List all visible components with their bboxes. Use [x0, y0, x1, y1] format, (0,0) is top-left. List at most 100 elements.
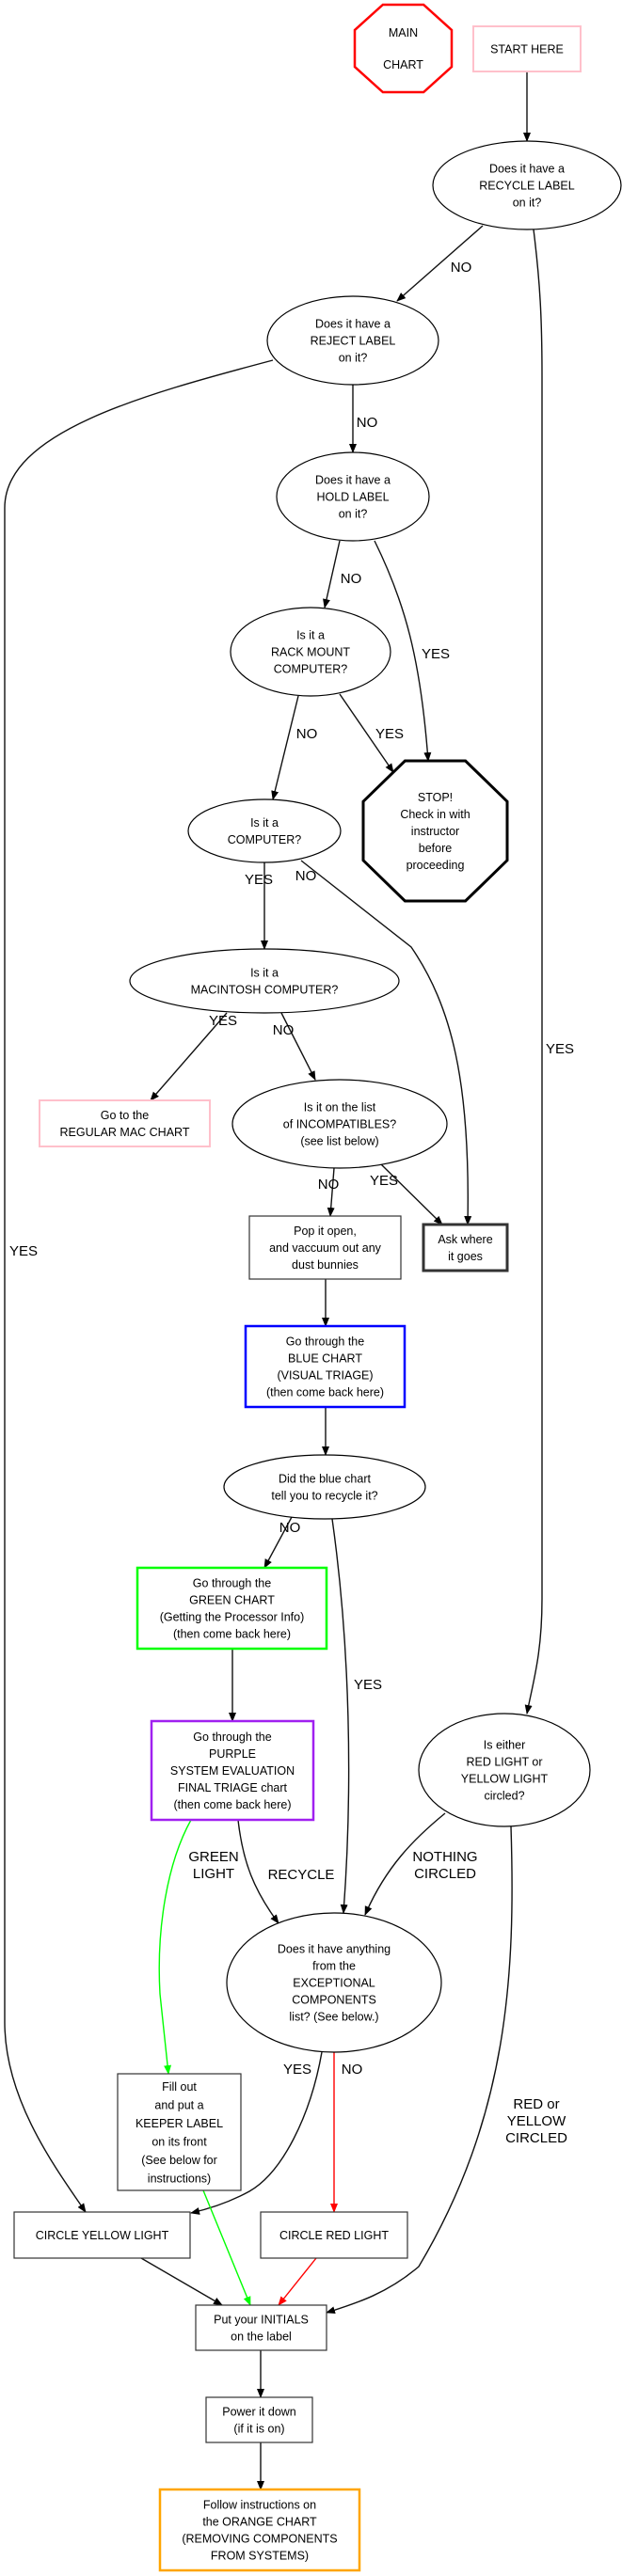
ellipse-shape: [432, 140, 622, 230]
box-shape: [158, 2488, 361, 2572]
node-text-line: Go through the: [286, 1335, 364, 1349]
edge-label: YES: [375, 726, 404, 742]
edge-label: LIGHT: [193, 1866, 234, 1882]
node-text-line: BLUE CHART: [288, 1352, 362, 1366]
edge-rack-to-computer: [271, 695, 299, 800]
edge-reject-to-yellow: [4, 359, 274, 2213]
node-text-line: from the: [312, 1960, 356, 1973]
node-text-line: CHART: [383, 58, 423, 71]
edge-label: NO: [342, 2062, 363, 2078]
node-text-line: Follow instructions on: [203, 2499, 316, 2512]
edge-label: NO: [296, 726, 318, 742]
node-text-line: on the label: [231, 2331, 292, 2344]
node-text-line: Power it down: [222, 2406, 296, 2419]
node-text-line: on it?: [339, 352, 368, 365]
box-shape: [150, 1719, 315, 1822]
node-text-line: Does it have a: [315, 474, 391, 487]
node-power: Power it down (if it is on): [205, 2396, 313, 2443]
edge-label: YES: [370, 1173, 398, 1189]
node-text-line: dust bunnies: [292, 1258, 359, 1272]
edge-yellow-to-initials: [140, 2257, 223, 2306]
node-text-line: before: [419, 842, 452, 855]
node-text-line: FINAL TRIAGE chart: [178, 1781, 288, 1794]
node-stop: STOP! Check in with instructor before procee…: [361, 759, 509, 903]
box-shape: [205, 2396, 313, 2443]
node-text-line: CIRCLE RED LIGHT: [279, 2229, 389, 2242]
box-shape: [472, 25, 582, 72]
node-text-line: Go to the: [101, 1109, 149, 1122]
node-text-line: RECYCLE LABEL: [479, 180, 574, 193]
edge-label: YES: [283, 2062, 311, 2078]
node-text-line: and put a: [154, 2098, 203, 2111]
ellipse-shape: [276, 451, 430, 542]
edge-recycle-to-either: [524, 229, 543, 1715]
node-text-line: and vaccuum out any: [269, 1241, 382, 1255]
node-text-line: Fill out: [162, 2080, 197, 2094]
edge-label: NO: [451, 260, 472, 276]
ellipse-shape: [187, 798, 342, 863]
node-text-line: KEEPER LABEL: [136, 2117, 223, 2130]
edge-exceptional-to-yellow: [190, 2051, 323, 2215]
edge-label: NO: [341, 571, 362, 587]
ellipse-shape: [231, 1079, 448, 1169]
edge-either-to-exceptional: [364, 1812, 446, 1916]
node-text-line: (see list below): [300, 1135, 378, 1148]
edge-label: NOTHING: [412, 1849, 477, 1865]
node-text-line: MACINTOSH COMPUTER?: [191, 984, 339, 997]
edge-label: NO: [357, 415, 378, 431]
edge-label: NO: [279, 1520, 301, 1536]
node-text-line: START HERE: [490, 43, 564, 56]
node-text-line: Ask where: [438, 1233, 492, 1246]
ellipse-shape: [230, 607, 391, 697]
octagon-shape: [353, 3, 454, 94]
node-text-line: Does it have anything: [278, 1943, 391, 1956]
edge-label: YELLOW: [507, 2113, 566, 2129]
node-text-line: Check in with: [400, 808, 470, 821]
node-text-line: instructor: [411, 825, 459, 838]
node-text-line: Does it have a: [315, 318, 391, 331]
node-text-line: (Getting the Processor Info): [160, 1611, 305, 1624]
node-text-line: instructions): [148, 2172, 211, 2185]
node-start: START HERE: [472, 25, 582, 72]
node-text-line: it goes: [448, 1250, 483, 1263]
node-text-line: proceeding: [407, 859, 465, 872]
box-shape: [248, 1215, 402, 1280]
node-text-line: (REMOVING COMPONENTS: [182, 2533, 337, 2546]
edge-mac-to-incompat: [280, 1012, 316, 1081]
edge-label: RED or: [513, 2096, 559, 2112]
node-text-line: (then come back here): [173, 1798, 291, 1811]
edge-incompat-to-ask: [380, 1163, 443, 1225]
edge-rack-to-stop: [339, 693, 394, 773]
box-shape: [195, 2304, 327, 2351]
box-shape: [422, 1223, 509, 1272]
edge-bluechart-to-exceptional: [331, 1518, 350, 1914]
edge-label: YES: [546, 1041, 574, 1057]
node-text-line: Is either: [484, 1739, 525, 1752]
edge-label: CIRCLED: [505, 2130, 567, 2146]
node-text-line: (if it is on): [233, 2423, 284, 2436]
node-text-line: tell you to recycle it?: [271, 1490, 377, 1503]
node-text-line: FROM SYSTEMS): [211, 2550, 309, 2563]
node-text-line: RED LIGHT or: [466, 1756, 542, 1769]
node-text-line: STOP!: [418, 791, 453, 804]
edge-label: NO: [295, 868, 317, 884]
node-text-line: REGULAR MAC CHART: [60, 1126, 190, 1139]
node-text-line: COMPONENTS: [292, 1994, 376, 2007]
node-text-line: on it?: [513, 197, 542, 210]
node-text-line: the ORANGE CHART: [202, 2516, 317, 2529]
edge-hold-to-rack: [323, 540, 341, 608]
edge-computer-to-ask: [300, 860, 472, 1225]
edge-label: RECYCLE: [268, 1867, 335, 1883]
